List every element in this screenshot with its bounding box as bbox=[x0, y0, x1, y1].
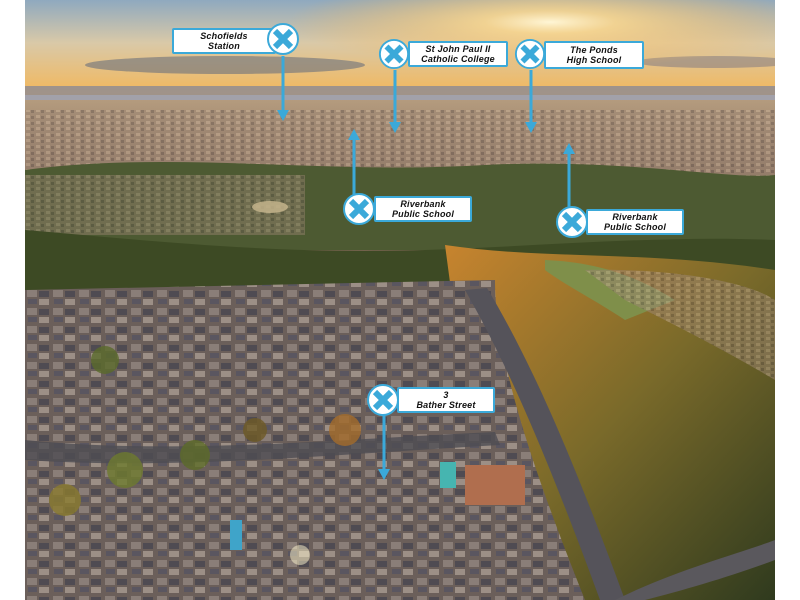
aerial-photo-scene bbox=[25, 0, 775, 600]
aerial-photo bbox=[25, 0, 775, 600]
